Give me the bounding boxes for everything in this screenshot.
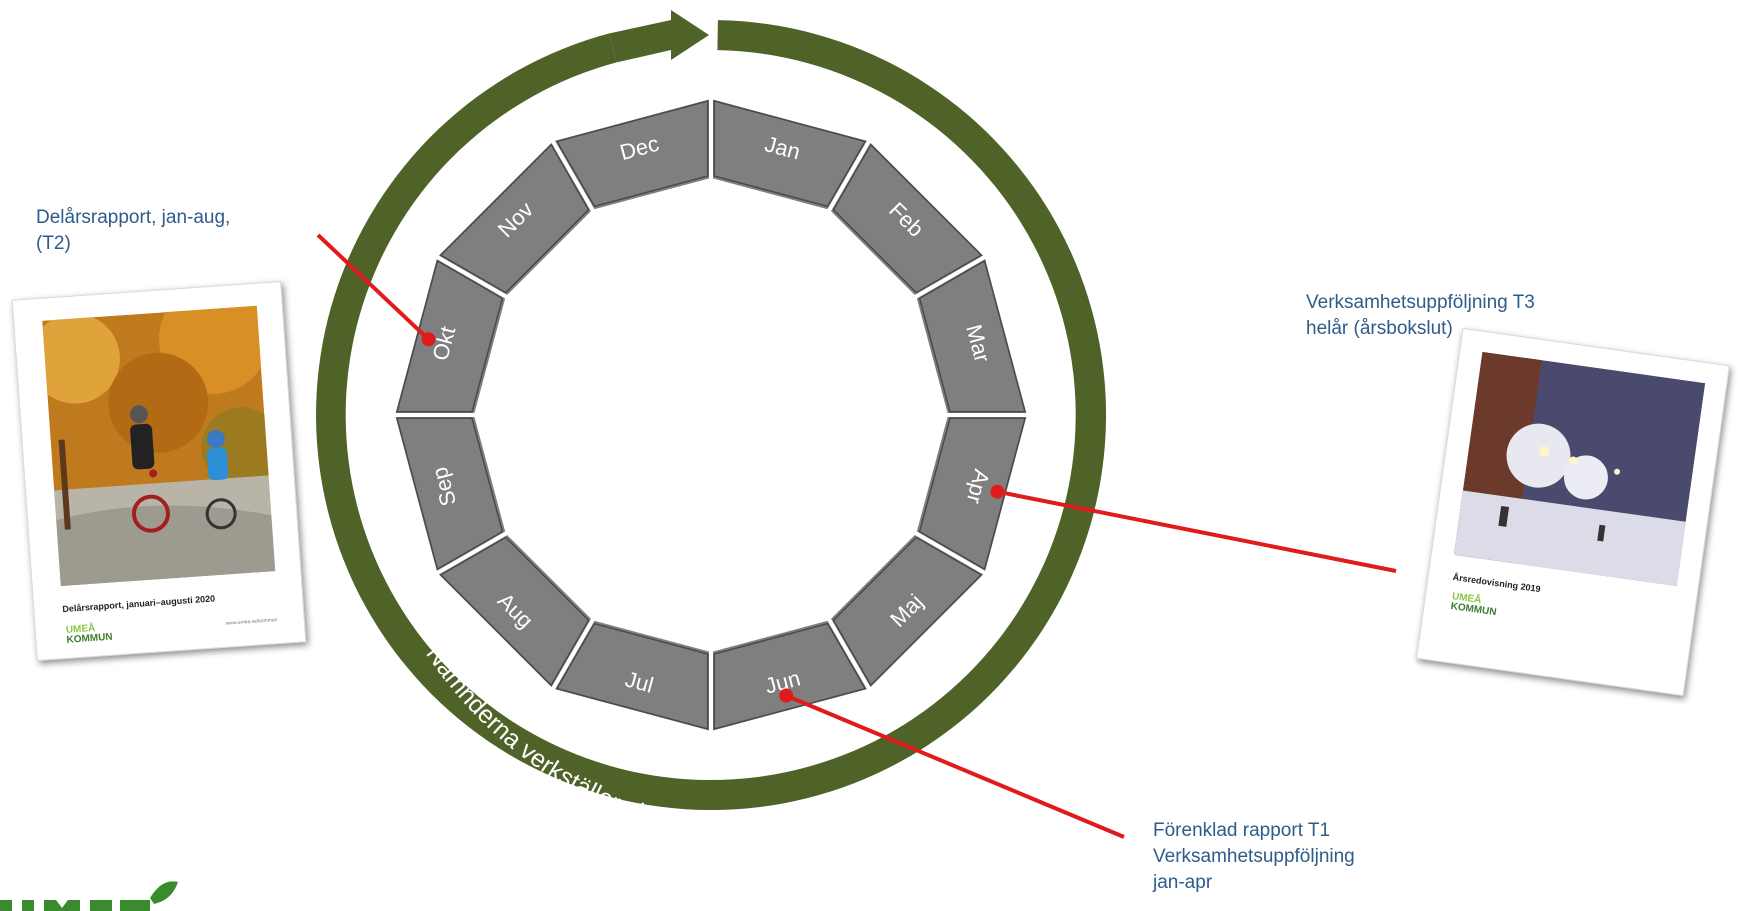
ring-arrow-shaft bbox=[608, 20, 671, 63]
month-segment-border bbox=[918, 259, 1026, 413]
month-segment-border bbox=[555, 100, 709, 208]
month-segment-border bbox=[832, 536, 983, 687]
month-segment-border bbox=[396, 259, 504, 413]
cover-title: Delårsrapport, januari–augusti 2020 bbox=[62, 593, 216, 615]
arsredovisning-cover: Årsredovisning 2019 UMEÅ KOMMUN bbox=[1416, 327, 1730, 697]
outer-ring bbox=[316, 10, 1107, 811]
pointer-t1-line bbox=[785, 693, 1125, 839]
cover-photo-winter bbox=[1453, 351, 1706, 587]
cover-photo-autumn bbox=[42, 305, 276, 587]
month-segment-border bbox=[832, 143, 983, 294]
cover-url: www.umea.se/kommun bbox=[225, 617, 278, 627]
cover-title: Årsredovisning 2019 bbox=[1452, 571, 1542, 595]
ring-arrowhead bbox=[671, 10, 709, 60]
month-segment-border bbox=[439, 143, 590, 294]
delarsrapport-cover: Delårsrapport, januari–augusti 2020 UMEÅ… bbox=[11, 281, 307, 661]
pointer-t2-dot bbox=[421, 332, 436, 347]
caption-t3: Verksamhetsuppföljning T3 helår (årsboks… bbox=[1306, 292, 1535, 339]
caption-t1: Förenklad rapport T1 Verksamhetsuppföljn… bbox=[1153, 820, 1355, 893]
pointer-t3-dot bbox=[990, 484, 1005, 499]
month-segment-dec bbox=[548, 94, 713, 214]
month-segment-border bbox=[555, 622, 709, 730]
pointer-lines bbox=[316, 233, 1397, 839]
leaf-logo-icon bbox=[0, 880, 190, 911]
caption-t2: Delårsrapport, jan-aug, (T2) bbox=[36, 207, 231, 254]
pointer-t3-line bbox=[997, 489, 1397, 573]
month-segment-border bbox=[713, 622, 867, 730]
month-segment-border bbox=[439, 536, 590, 687]
month-segment-border bbox=[396, 417, 504, 571]
pointer-t1-dot bbox=[779, 688, 794, 703]
month-segment-border bbox=[713, 100, 867, 208]
umea-kommun-logo: UMEÅ KOMMUN bbox=[1449, 591, 1498, 619]
pointer-t2-line bbox=[316, 233, 430, 341]
umea-kommun-logo: UMEÅ KOMMUN bbox=[65, 622, 113, 646]
month-segment-border bbox=[918, 417, 1026, 571]
